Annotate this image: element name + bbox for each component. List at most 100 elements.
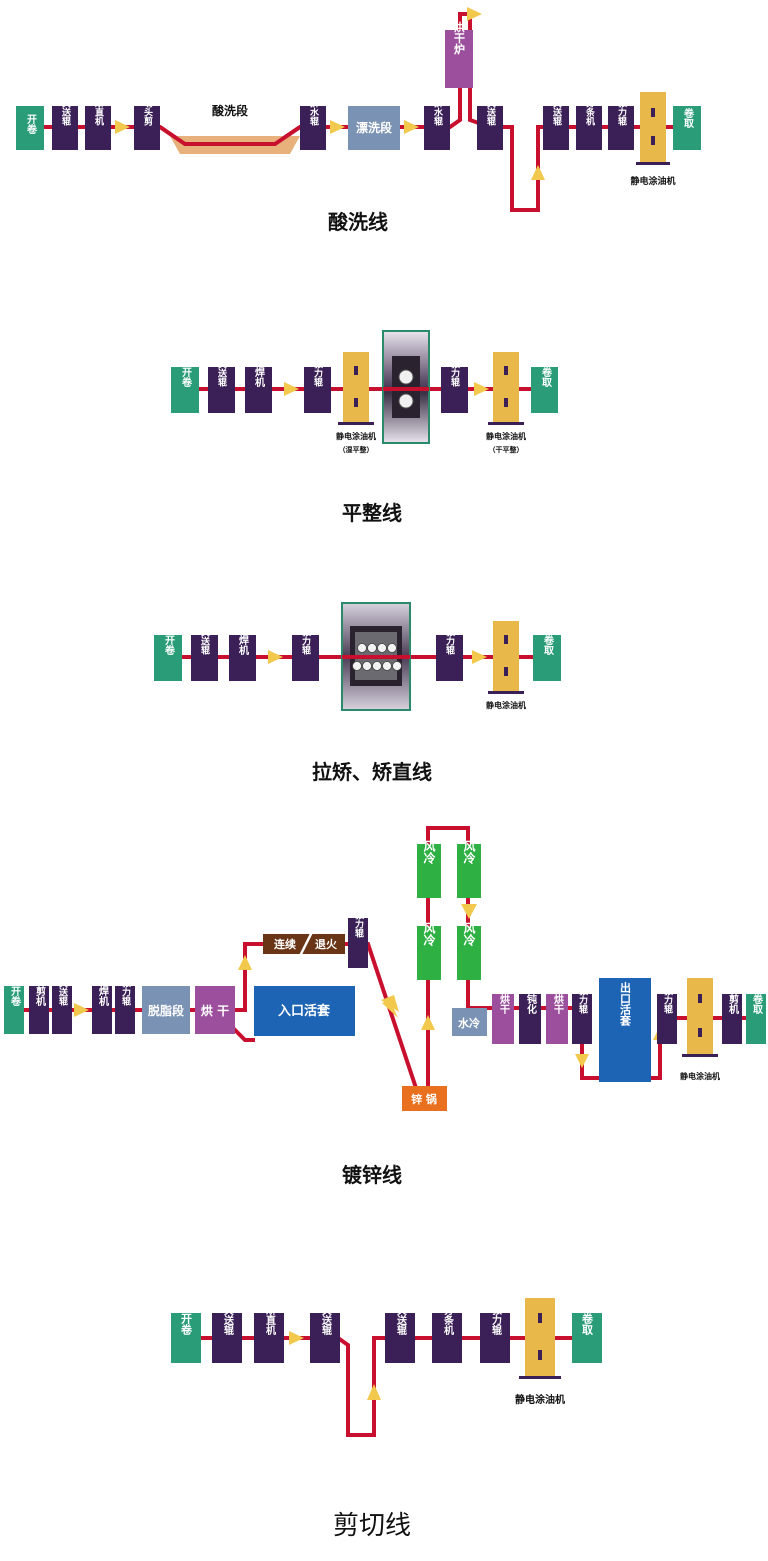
pinch-roll-label: 夹送辊 [57,977,69,1006]
exit-looper-box [599,978,651,1082]
welder-label: 焊机 [97,985,109,1007]
flow-arrow [330,120,345,134]
uncoiler-label: 开卷 [163,635,176,656]
oiler-slot [504,635,508,644]
pinch-roll-box [477,106,503,150]
oiler-box [493,621,519,691]
oiler-slot [651,108,655,117]
line-title: 剪切线 [333,1511,411,1541]
tension-roll-label: 张力辊 [490,1304,502,1336]
pinch-roll-box [212,1313,242,1363]
welder-box [245,367,272,413]
tension-roll-box [480,1313,510,1363]
pinch-roll-label: 夹送辊 [320,1304,333,1336]
work-roll [398,369,414,385]
rinse-section-box [348,106,400,150]
slitter-box [432,1313,462,1363]
tension-roll-box [608,106,634,150]
uncoiler-box [154,635,182,681]
oiler-slot [538,1350,542,1360]
dryer-label: 烘 干 [201,1003,229,1018]
oiler-base [636,162,670,165]
tension-roll-label: 张力辊 [353,909,364,938]
flow-arrow [474,382,489,396]
oiler-note: （干平整） [489,445,524,454]
coiler-label: 卷取 [682,107,695,129]
air-cooling-label: 风冷 [462,922,476,947]
oiler-slot [504,366,508,375]
welder-box [92,986,112,1034]
oiler-note: （湿平整） [339,445,374,454]
tension-roll-box [436,635,463,681]
annealing-label: 退火 [315,937,338,951]
coiler-label: 卷取 [540,366,553,388]
zinc-pot-label: 锌 锅 [411,1092,437,1106]
pinch-roll-label: 夹送辊 [222,1304,235,1336]
exit-looper-label: 出口活套 [619,981,632,1027]
pinch-roll-label: 夹送辊 [60,97,72,126]
uncoiler-box [4,986,24,1034]
air-cooling-box [417,926,441,980]
flow-arrow [531,165,545,180]
uncoiler-box [171,367,199,413]
welder-label: 焊机 [253,366,265,388]
welder-box [229,635,256,681]
line-title: 拉矫、矫直线 [312,760,432,784]
flow-arrow [404,120,419,134]
tension-roll-label: 张力辊 [662,985,673,1014]
pinch-roll-label: 夹送辊 [395,1304,408,1336]
passivation-label: 钝化 [525,993,537,1015]
leveler-box [254,1313,284,1363]
air-cooling-label: 风冷 [422,840,436,865]
tension-roll-label: 张力辊 [449,358,460,387]
flow-arrow [575,1054,589,1068]
shear-box [722,994,742,1044]
leveler-label: 矫直机 [93,97,104,126]
oiler-base [338,422,374,425]
air-cooling-box [457,926,481,980]
tension-roll-box [304,367,331,413]
oiler-base [519,1376,561,1379]
pinch-roll-box [52,986,72,1034]
coiler-box [531,367,558,413]
air-cooling-box [417,844,441,898]
flow-arrow [367,1384,381,1400]
tension-roll-box [115,986,135,1034]
oiler-label: 静电涂油机 [680,1071,720,1081]
dryer-box [546,994,568,1044]
work-roll [398,393,414,409]
crop-shear-box [134,106,160,150]
welder-label: 焊机 [237,634,249,656]
strip-line [158,125,302,146]
tension-leveling-line: 开卷 夹送辊 焊机 张力辊 张力辊 静电涂油机 卷取 拉矫、矫直线 [154,602,561,784]
pinch-roll-box [543,106,569,150]
flow-arrow [461,904,477,919]
coiler-label: 卷取 [751,993,764,1015]
oiler-slot [354,398,358,407]
shear-label: 剪机 [34,985,46,1007]
slitter-box [576,106,602,150]
leveler-label: 矫直机 [264,1304,276,1336]
squeeze-roll-label: 挤水辊 [432,97,443,126]
oiler-base [488,691,524,694]
oiler-label: 静电涂油机 [336,431,376,441]
air-cooling-box [457,844,481,898]
coiler-label: 卷取 [581,1312,595,1336]
oiler-slot [504,667,508,676]
line-title: 镀锌线 [342,1163,402,1187]
uncoiler-label: 开卷 [25,114,38,135]
skin-pass-line: 开卷 夹送辊 焊机 张力辊 静电涂油机 （湿平整） 张力辊 静电涂油机 （干平整… [171,330,558,525]
entry-looper-box [254,986,355,1036]
shear-box [29,986,49,1034]
annealing-furnace-box [263,934,345,954]
tension-roll-box [657,994,677,1044]
dryer-furnace-box [445,30,473,88]
dryer-furnace-label: 烘干炉 [453,20,466,55]
coiler-label: 卷取 [542,634,555,656]
water-cooling-box [452,1008,487,1036]
oiler-slot [698,1028,702,1037]
pinch-roll-label: 夹送辊 [551,97,563,126]
squeeze-roll-box [424,106,450,150]
line-title: 平整线 [342,501,402,525]
tension-roll-label: 张力辊 [616,97,627,126]
